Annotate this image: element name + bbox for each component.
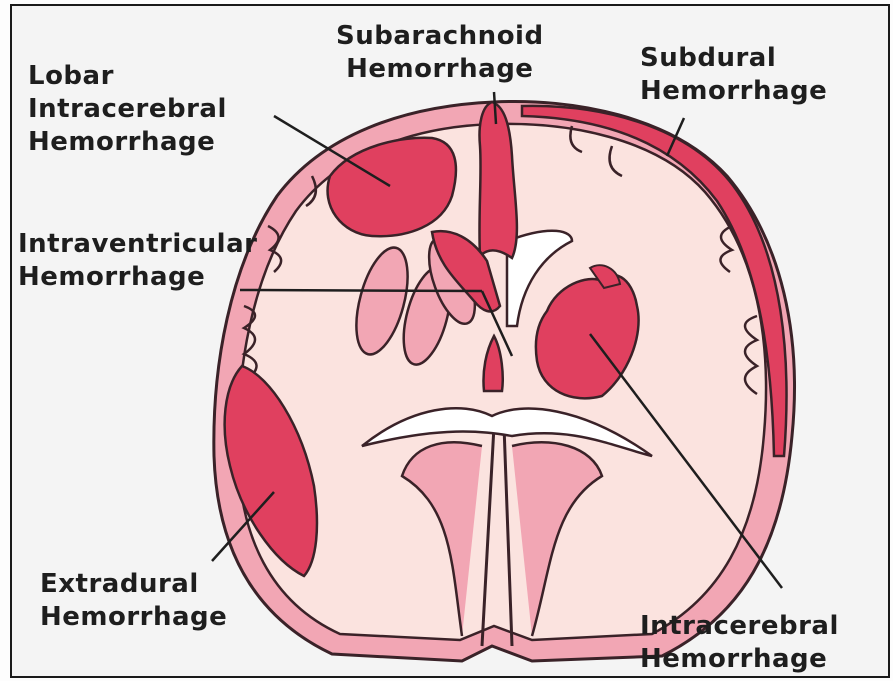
label-subdural-hemorrhage: Subdural Hemorrhage [640, 42, 827, 108]
label-line: Intracerebral [28, 93, 227, 126]
label-line: Intracerebral [640, 610, 839, 643]
label-line: Intraventricular [18, 228, 257, 261]
label-line: Extradural [40, 568, 227, 601]
label-intracerebral-hemorrhage: Intracerebral Hemorrhage [640, 610, 839, 676]
label-intraventricular-hemorrhage: Intraventricular Hemorrhage [18, 228, 257, 294]
leader-intraventricular [240, 290, 482, 291]
label-line: Hemorrhage [40, 601, 227, 634]
label-subarachnoid-hemorrhage: Subarachnoid Hemorrhage [336, 20, 544, 86]
label-line: Hemorrhage [18, 261, 257, 294]
label-line: Hemorrhage [28, 126, 227, 159]
label-line: Hemorrhage [640, 75, 827, 108]
label-line: Hemorrhage [640, 643, 839, 676]
label-line: Hemorrhage [336, 53, 544, 86]
diagram-frame: Subarachnoid Hemorrhage Subdural Hemorrh… [10, 4, 890, 678]
label-line: Lobar [28, 60, 227, 93]
label-extradural-hemorrhage: Extradural Hemorrhage [40, 568, 227, 634]
label-lobar-intracerebral-hemorrhage: Lobar Intracerebral Hemorrhage [28, 60, 227, 159]
label-line: Subarachnoid [336, 20, 544, 53]
label-line: Subdural [640, 42, 827, 75]
